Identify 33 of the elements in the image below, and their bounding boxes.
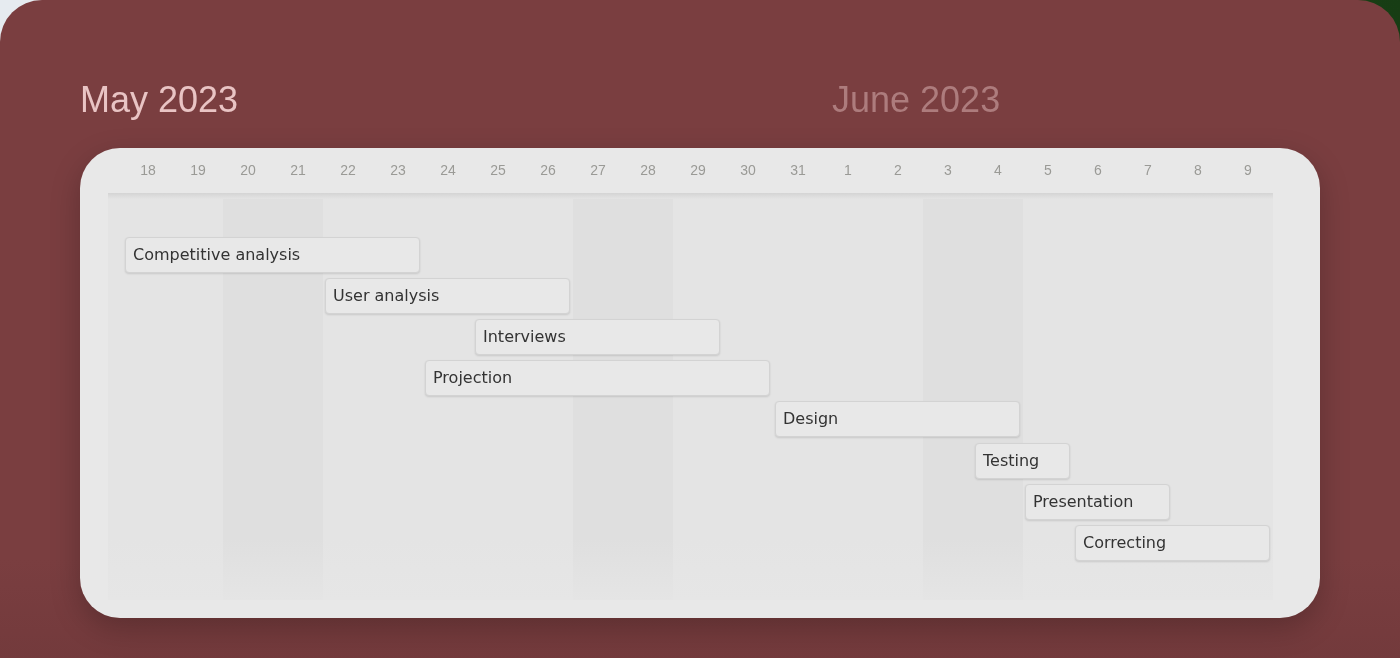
day-number: 31 <box>789 161 807 179</box>
day-number: 4 <box>993 161 1003 179</box>
day-number: 7 <box>1143 161 1153 179</box>
day-number: 21 <box>289 161 307 179</box>
day-number: 18 <box>139 161 157 179</box>
task-bar: Design <box>775 401 1020 438</box>
task-bar: Correcting <box>1075 524 1270 561</box>
task-bar: User analysis <box>325 278 570 315</box>
day-number: 22 <box>339 161 357 179</box>
day-number: 6 <box>1093 161 1103 179</box>
day-number: 20 <box>239 161 257 179</box>
day-number: 19 <box>189 161 207 179</box>
day-number: 9 <box>1243 161 1253 179</box>
task-bar: Projection <box>425 360 770 397</box>
day-number: 3 <box>943 161 953 179</box>
day-number: 8 <box>1193 161 1203 179</box>
month-heading: June 2023 <box>832 80 1001 120</box>
day-number: 27 <box>589 161 607 179</box>
task-bar: Testing <box>975 442 1070 479</box>
task-bar: Presentation <box>1025 483 1170 520</box>
day-number: 5 <box>1043 161 1053 179</box>
day-number: 25 <box>489 161 507 179</box>
day-number: 26 <box>539 161 557 179</box>
day-number: 28 <box>639 161 657 179</box>
month-heading: May 2023 <box>80 80 239 120</box>
day-number: 30 <box>739 161 757 179</box>
day-number: 29 <box>689 161 707 179</box>
day-number: 2 <box>893 161 903 179</box>
task-bar: Interviews <box>475 319 720 356</box>
day-number: 24 <box>439 161 457 179</box>
day-number: 23 <box>389 161 407 179</box>
day-number: 1 <box>843 161 853 179</box>
task-bar: Competitive analysis <box>125 237 420 273</box>
